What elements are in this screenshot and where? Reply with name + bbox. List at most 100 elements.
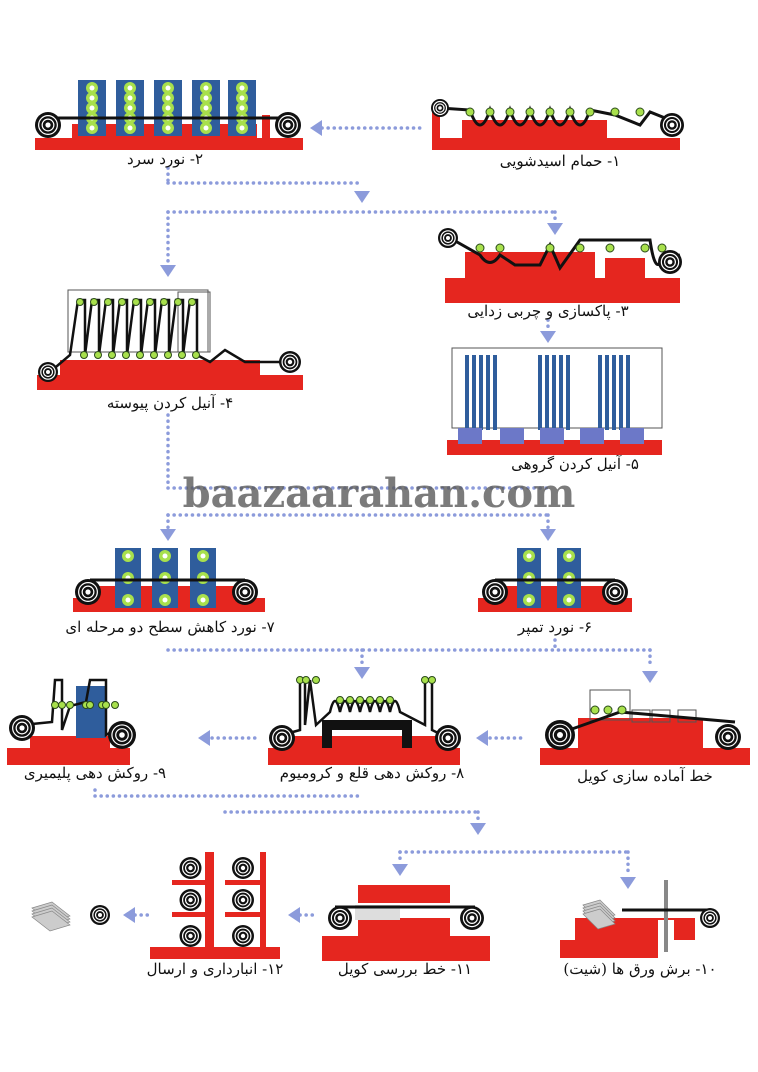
machine-platform [285, 736, 445, 748]
stage-8-label: ۸- روکش دهی قلع و کرومیوم [279, 764, 465, 782]
roller-icon [150, 351, 158, 359]
roller-icon [495, 243, 505, 253]
roller-icon [505, 107, 515, 117]
stage-4-label: ۴- آنیل کردن پیوسته [106, 394, 234, 412]
machine-base [268, 748, 460, 765]
roller-icon [565, 107, 575, 117]
flow-arrow-icon [288, 907, 300, 923]
roller-icon [104, 298, 112, 306]
roller-icon [475, 243, 485, 253]
coil-stack [612, 355, 616, 430]
machine-base [560, 940, 660, 958]
stage-2-label: ۲- نورد سرد [126, 150, 204, 168]
coil-stack [552, 355, 556, 430]
roller-icon [136, 351, 144, 359]
roller-icon [94, 351, 102, 359]
coil-stack [472, 355, 476, 430]
roller-icon [603, 705, 613, 715]
flow-arrow-icon [198, 730, 210, 746]
stage-6-temper-rolling [478, 548, 632, 612]
flow-arrow-icon [310, 120, 322, 136]
stage-11-label: ۱۱- خط بررسی کویل [337, 960, 473, 978]
shear-blade [664, 880, 668, 952]
coil-prep-label: خط آماده سازی کویل [577, 767, 713, 785]
flow-arrow-icon [470, 823, 486, 835]
roller-icon [86, 701, 94, 709]
coil-stack [605, 355, 609, 430]
coil-stack [465, 355, 469, 430]
roller-icon [188, 298, 196, 306]
flow-arrow-icon [392, 864, 408, 876]
stage-3-label: ۳- پاکسازی و چربی زدایی [467, 302, 629, 320]
roller-icon [545, 243, 555, 253]
roller-icon [386, 696, 394, 704]
roller-icon [108, 351, 116, 359]
flow-arrow-icon [123, 907, 135, 923]
stage-12-storage [31, 852, 280, 959]
plating-tank [322, 720, 412, 730]
coil-stack [486, 355, 490, 430]
roller-icon [485, 107, 495, 117]
roller-icon [421, 676, 429, 684]
stage-2-cold-rolling [35, 80, 303, 150]
roller-icon [66, 701, 74, 709]
roller-icon [312, 676, 320, 684]
roller-icon [102, 701, 110, 709]
roller-icon [164, 351, 172, 359]
base-plate [580, 428, 604, 444]
coil-stack [545, 355, 549, 430]
roller-icon [356, 696, 364, 704]
machine-base [445, 278, 680, 303]
coil-stack [538, 355, 542, 430]
rack-base [150, 947, 280, 959]
machine-platform [30, 736, 110, 748]
coil-stack [559, 355, 563, 430]
stage-6-label: ۶- نورد تمپر [517, 618, 593, 636]
roller-icon [80, 351, 88, 359]
roller-icon [610, 107, 620, 117]
roller-icon [192, 351, 200, 359]
roller-icon [58, 701, 66, 709]
stage-5-label: ۵- آنیل کردن گروهی [511, 455, 639, 473]
roller-icon [302, 676, 310, 684]
stage-3-degreasing [438, 228, 682, 303]
stage-9-label: ۹- روکش دهی پلیمیری [23, 764, 167, 782]
steel-strip [21, 678, 126, 738]
stage-1-label: ۱- حمام اسیدشویی [499, 152, 621, 170]
base-plate [458, 428, 482, 444]
roller-icon [545, 107, 555, 117]
machine-base [37, 375, 303, 390]
roller-icon [575, 243, 585, 253]
machine-base [35, 138, 303, 150]
flow-arrow-icon [547, 223, 563, 235]
stage-7-double-reduction [73, 548, 265, 612]
coil-stack [566, 355, 570, 430]
roller-icon [111, 701, 119, 709]
roller-icon [640, 243, 650, 253]
machine-base [7, 748, 130, 765]
flow-arrow-icon [476, 730, 488, 746]
machine-platform [578, 718, 703, 748]
base-plate [540, 428, 564, 444]
furnace-outline [451, 347, 663, 429]
base-plate [500, 428, 524, 444]
stage-1-pickling [431, 99, 684, 150]
roller-icon [336, 696, 344, 704]
flow-arrow-icon [354, 191, 370, 203]
coil-stack [626, 355, 630, 430]
machine-platform [500, 586, 610, 598]
flow-arrow-icon [160, 529, 176, 541]
machine-base [540, 748, 750, 765]
roller-icon [366, 696, 374, 704]
rack-upright [260, 852, 266, 949]
flow-arrow-icon [160, 265, 176, 277]
machine-platform [60, 360, 260, 375]
stage-4-continuous-annealing [37, 289, 303, 390]
roller-icon [76, 298, 84, 306]
coil-stack [479, 355, 483, 430]
steel-strip [439, 105, 671, 127]
stage-10-sheet-cutting [560, 880, 720, 958]
coil-stack [493, 355, 497, 430]
roller-icon [465, 107, 475, 117]
